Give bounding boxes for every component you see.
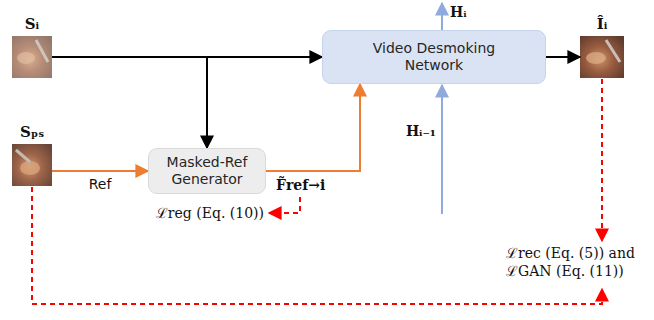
reference-frame: [12, 144, 52, 186]
frame-caption: Sₚₛ: [0, 123, 72, 141]
frame-image: [12, 36, 52, 78]
box-label: Video Desmoking Network: [359, 40, 509, 74]
hidden-state-label: Hᵢ₋₁: [376, 122, 436, 140]
input-frame: Sᵢ: [12, 36, 52, 78]
edge-label: Ref: [87, 175, 114, 193]
frame-caption: Îᵢ: [560, 15, 644, 33]
feature-arrow: [266, 84, 360, 171]
hidden-state-label: Hᵢ: [450, 3, 490, 21]
frame-caption: Sᵢ: [0, 15, 72, 33]
smoke-haze: [580, 36, 624, 78]
smoky-frame: [12, 36, 52, 78]
output-arrow: [546, 56, 580, 58]
hidden-state-in-arrow: [441, 85, 443, 214]
hidden-state-out-arrow: [441, 3, 443, 30]
box-label: Masked-Ref Generator: [157, 154, 257, 188]
smoke-haze: [12, 36, 52, 78]
reference-arrow: [52, 170, 148, 172]
generator-box: Masked-Ref Generator: [148, 148, 266, 194]
frame-image: [12, 144, 52, 186]
loss-label: ℒrec (Eq. (5)) and ℒGAN (Eq. (11)): [506, 244, 652, 280]
edge-label: F̃ref→i: [274, 176, 327, 194]
loss-leader: [601, 79, 603, 241]
loss-leader: [269, 197, 300, 213]
output-frame: Îᵢ: [580, 36, 624, 78]
data-arrow: [52, 57, 207, 148]
network-box: Video Desmoking Network: [322, 30, 546, 84]
reference-frame: Sₚₛ: [12, 144, 52, 186]
loss-label: ℒreg (Eq. (10)): [112, 204, 264, 222]
output-frame: [580, 36, 624, 78]
frame-image: [580, 36, 624, 78]
smoke-haze: [12, 144, 52, 186]
